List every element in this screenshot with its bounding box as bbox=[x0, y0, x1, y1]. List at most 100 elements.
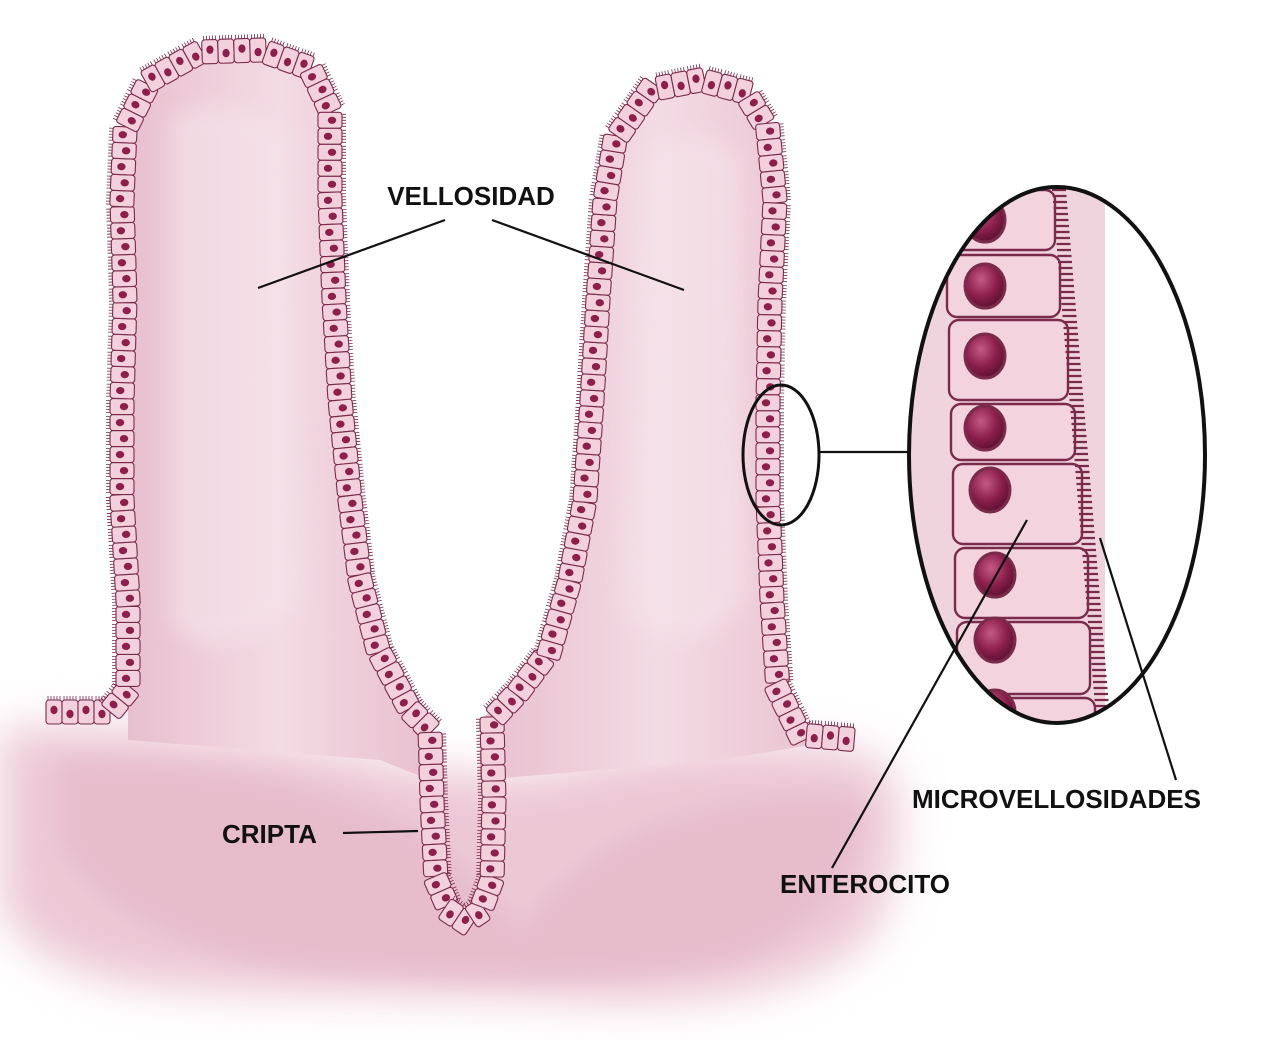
epithelial-cell bbox=[755, 458, 784, 476]
epithelial-cell bbox=[317, 127, 346, 145]
epithelial-cell bbox=[837, 722, 856, 752]
epithelial-cell bbox=[757, 298, 787, 316]
epithelial-cell bbox=[759, 249, 789, 268]
epithelial-cell bbox=[106, 398, 135, 416]
epithelial-cell bbox=[109, 557, 139, 576]
label-enterocyte: ENTEROCITO bbox=[780, 869, 950, 899]
magnify-source-circle bbox=[741, 383, 821, 527]
epithelial-cell bbox=[339, 509, 370, 530]
epithelial-cell bbox=[107, 349, 136, 368]
epithelial-cell bbox=[418, 763, 448, 782]
enterocyte bbox=[945, 253, 1062, 319]
epithelial-cell bbox=[317, 175, 346, 193]
epithelial-cell bbox=[107, 333, 137, 352]
epithelial-cell bbox=[463, 896, 491, 928]
epithelial-cell bbox=[760, 233, 790, 252]
epithelial-cell bbox=[761, 185, 792, 205]
epithelial-cell bbox=[317, 207, 347, 226]
epithelial-cell bbox=[335, 478, 366, 498]
label-microvilli: MICROVELLOSIDADES bbox=[912, 784, 1201, 814]
epithelial-cell bbox=[107, 237, 137, 256]
epithelial-cell bbox=[112, 107, 144, 132]
epithelial-cell bbox=[420, 811, 450, 830]
epithelial-cell bbox=[756, 346, 786, 364]
epithelial-cell bbox=[106, 430, 135, 448]
epithelial-cell bbox=[759, 601, 790, 620]
epithelial-cell bbox=[384, 674, 416, 700]
epithelial-cell bbox=[391, 688, 423, 714]
enterocyte bbox=[951, 462, 1084, 546]
epithelial-cell bbox=[579, 325, 609, 344]
epithelial-cell bbox=[578, 341, 608, 360]
epithelial-cell bbox=[320, 271, 350, 290]
epithelial-cell bbox=[576, 373, 606, 392]
epithelial-cell bbox=[476, 748, 506, 766]
villus-leader-left bbox=[257, 218, 446, 290]
epithelial-cell bbox=[763, 649, 793, 668]
label-villus: VELLOSIDAD bbox=[387, 181, 555, 211]
epithelial-cell bbox=[107, 157, 137, 176]
epithelial-cell bbox=[120, 92, 152, 118]
epithelial-cell bbox=[761, 202, 791, 220]
epithelial-cell bbox=[476, 732, 506, 750]
epithelial-cell bbox=[476, 828, 506, 846]
epithelial-cell bbox=[330, 430, 361, 450]
enterocyte bbox=[949, 402, 1077, 462]
epithelial-cell bbox=[337, 493, 368, 514]
epithelial-cell bbox=[107, 525, 137, 544]
epithelial-cell bbox=[106, 414, 135, 432]
epithelial-cell bbox=[605, 115, 636, 143]
epithelial-cell bbox=[755, 426, 784, 444]
epithelial-cell bbox=[110, 573, 140, 592]
epithelial-cell bbox=[758, 265, 788, 284]
epithelial-cell bbox=[325, 367, 355, 386]
epithelial-cell bbox=[585, 229, 616, 248]
epithelial-cell bbox=[778, 706, 810, 732]
enterocyte bbox=[947, 318, 1070, 402]
epithelial-cell bbox=[112, 637, 141, 655]
epithelial-cell bbox=[557, 547, 588, 568]
epithelial-cell bbox=[759, 585, 789, 604]
enterocyte bbox=[943, 188, 1057, 252]
epithelial-cell bbox=[106, 478, 135, 496]
epithelial-cell bbox=[327, 398, 358, 418]
epithelial-cell bbox=[761, 633, 792, 652]
epithelial-cell bbox=[581, 293, 611, 312]
epithelial-cell bbox=[106, 381, 135, 400]
zoom-circle-outline bbox=[907, 185, 1207, 725]
epithelial-cell bbox=[755, 410, 784, 428]
epithelial-cell bbox=[321, 287, 351, 306]
epithelial-cell bbox=[758, 153, 788, 173]
epithelial-cell bbox=[345, 557, 376, 577]
epithelial-cell bbox=[759, 169, 790, 189]
epithelial-cell bbox=[106, 221, 136, 240]
magnification-marker bbox=[741, 383, 910, 527]
epithelium bbox=[45, 33, 856, 936]
enterocyte bbox=[953, 546, 1090, 620]
epithelial-cell bbox=[757, 537, 787, 556]
epithelial-cell bbox=[757, 281, 787, 300]
epithelial-cell bbox=[477, 780, 507, 798]
epithelial-cell bbox=[334, 462, 364, 482]
epithelial-cell bbox=[217, 34, 235, 64]
epithelial-cell bbox=[329, 414, 359, 434]
epithelial-cell bbox=[105, 189, 135, 208]
crypt-leader bbox=[342, 829, 419, 835]
epithelial-cell bbox=[755, 474, 784, 492]
epithelial-cell bbox=[106, 365, 136, 384]
epithelial-cell bbox=[476, 844, 506, 862]
epithelial-cell bbox=[106, 509, 136, 528]
epithelial-cell bbox=[477, 812, 507, 830]
microvilli-brush-border bbox=[1052, 188, 1111, 723]
epithelial-cell bbox=[343, 541, 374, 561]
zoom-detail bbox=[907, 185, 1207, 725]
epithelial-cell bbox=[755, 442, 784, 460]
epithelial-cell bbox=[261, 37, 285, 69]
epithelial-cell bbox=[401, 698, 431, 729]
epithelial-cell bbox=[821, 721, 840, 751]
epithelial-cell bbox=[322, 319, 353, 338]
epithelial-cell bbox=[571, 453, 601, 472]
epithelial-cell bbox=[580, 309, 610, 328]
epithelial-cell bbox=[582, 277, 612, 296]
epithelial-cell bbox=[319, 239, 349, 258]
